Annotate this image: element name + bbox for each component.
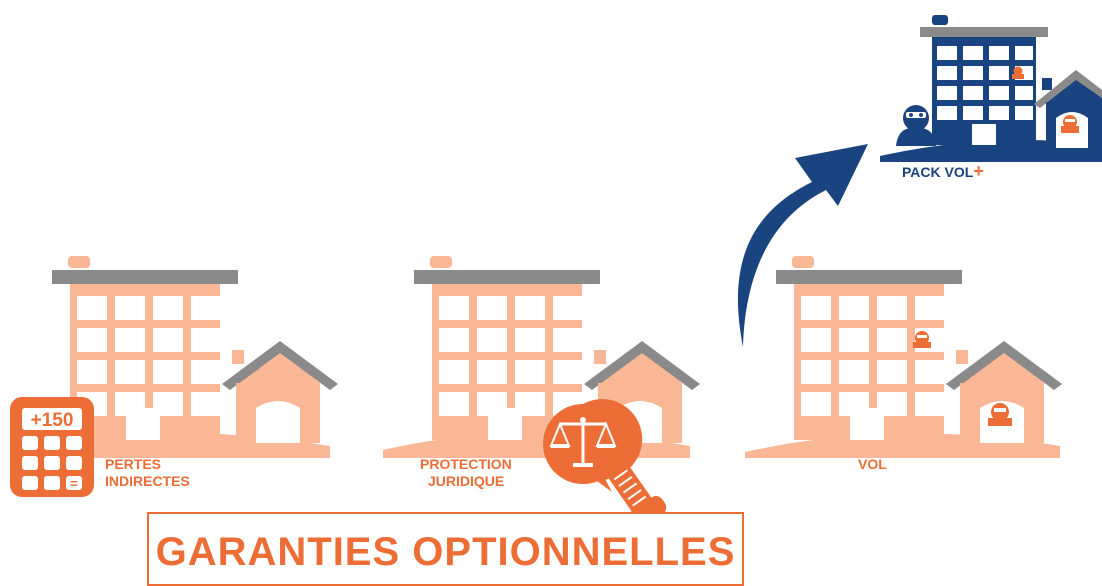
scene-pertes-indirectes: +150 = [10,256,338,497]
chimney [430,256,452,268]
building-icon [776,270,962,440]
calculator-icon: +150 = [10,397,94,497]
label-protection-juridique: PROTECTION JURIDIQUE [420,456,512,490]
building-icon [52,270,238,440]
house-icon [222,341,338,443]
burglar-icon [988,403,1012,426]
scene-vol [745,256,1062,458]
chimney [68,256,90,268]
burglar-icon [913,331,931,348]
arrow-up-icon [737,144,868,347]
label-pack-vol-plus: PACK VOL+ [902,161,984,181]
house-icon [1034,70,1102,148]
page-title: GARANTIES OPTIONNELLES [155,530,736,574]
scene-pack-vol-plus [880,15,1102,162]
label-pertes-indirectes: PERTES INDIRECTES [105,456,190,490]
title-box: GARANTIES OPTIONNELLES [147,512,744,586]
burglar-icon [1012,66,1024,79]
building-icon [920,27,1048,145]
label-line: JURIDIQUE [428,473,505,489]
label-pack-vol: PACK VOL [902,164,974,180]
house-icon [946,341,1062,443]
chimney [792,256,814,268]
burglar-icon [1061,115,1079,133]
calculator-equals-key: = [70,476,78,491]
scene-protection-juridique [383,256,700,530]
label-line: INDIRECTES [105,473,190,489]
label-line: PROTECTION [420,456,512,472]
chimney [932,15,948,25]
burglar-icon [896,105,936,146]
label-plus-sign: + [973,161,984,181]
calculator-display: +150 [31,410,74,431]
label-line: PERTES [105,456,162,472]
label-vol: VOL [858,456,887,472]
